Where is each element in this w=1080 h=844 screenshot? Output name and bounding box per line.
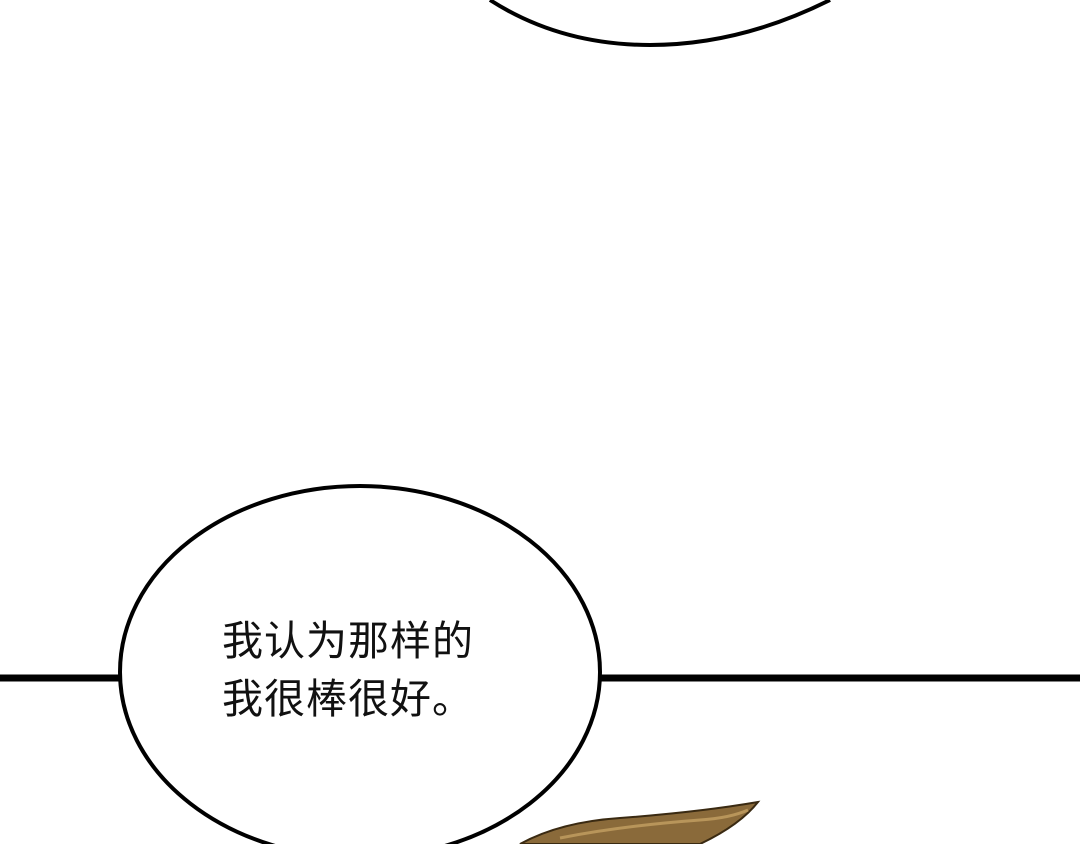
top-speech-bubble [488,0,831,48]
speech-line-1: 我认为那样的 [222,617,474,665]
hair-strand-highlight [559,808,749,840]
hair-strand [519,800,761,844]
speech-bubble-text: 我认为那样的 我很棒很好。 [222,612,542,728]
speech-line-2: 我很棒很好。 [222,675,474,723]
main-speech-bubble [118,484,602,844]
